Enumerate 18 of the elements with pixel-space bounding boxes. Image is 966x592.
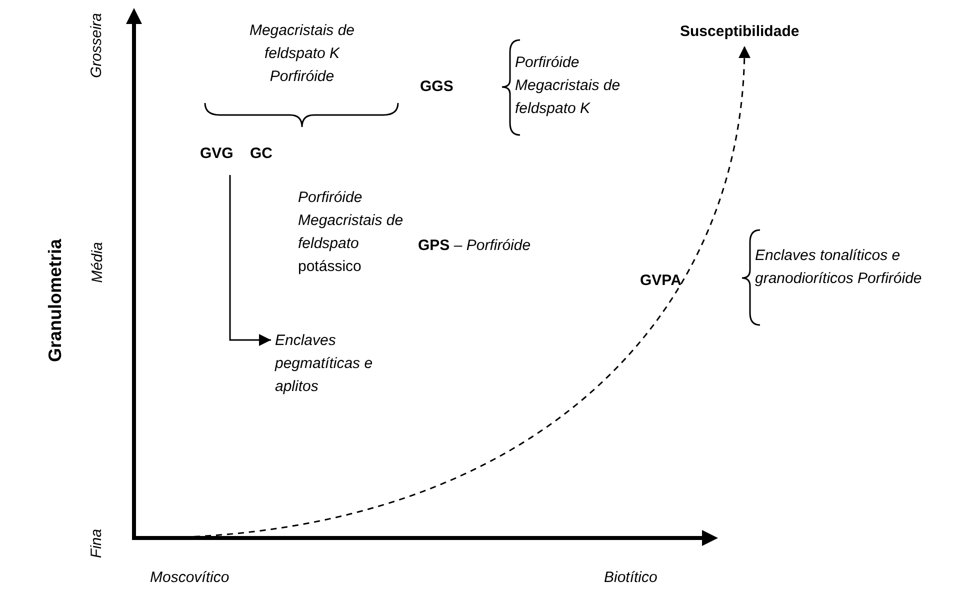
axis-label: Fina	[88, 528, 106, 558]
text-label: Porfiróide Megacristais de feldspato potássico	[298, 188, 404, 277]
arrow	[229, 175, 271, 346]
text-label: Biotítico	[604, 568, 658, 588]
code-label: GVG	[200, 142, 244, 165]
axis-label: Grosseira	[88, 12, 106, 78]
text-label: GPS – Porfiróide	[418, 234, 553, 257]
text-label: Megacristais de feldspato K Porfiróide	[248, 21, 356, 87]
code-label: GC	[250, 142, 286, 165]
code-label: GGS	[420, 75, 470, 98]
text-label: Enclaves tonalíticos e granodioríticos Porfiróide	[755, 246, 923, 289]
axis-label: Média	[88, 242, 106, 282]
text-label: Enclaves pegmatíticas e aplitos	[275, 329, 397, 398]
code-label: GVPA	[640, 269, 690, 292]
text-label: Moscovítico	[150, 568, 230, 588]
code-label: Susceptibilidade	[680, 20, 815, 43]
text-label: Porfiróide Megacristais de feldspato K	[515, 53, 622, 119]
axis-label: Granulometria	[44, 238, 66, 362]
